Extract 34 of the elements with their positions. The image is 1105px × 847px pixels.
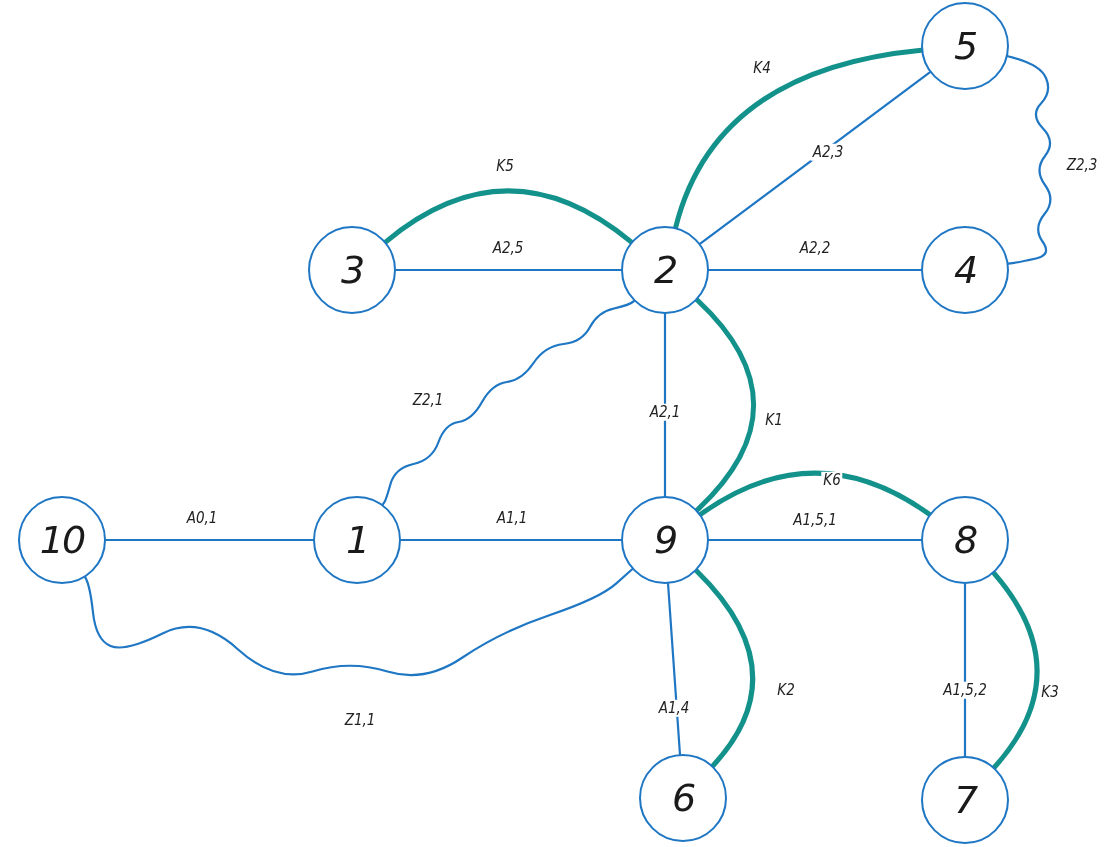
thick-arc-line [383,188,634,245]
edge-label: A2,3 [810,143,846,161]
connection-line [963,582,967,758]
node-number: 10 [39,518,85,562]
thick-arc-line [693,568,755,769]
edge-label: A1,5,2 [941,681,989,699]
node-number: 9 [653,518,677,562]
connection-line [666,582,682,756]
edge-label: A2,2 [797,239,833,257]
node-number: 1 [345,518,369,562]
node-number: 7 [953,778,977,822]
node-number: 5 [953,24,977,68]
wavy-line [84,568,634,677]
connection-line [399,538,623,542]
node-number: 6 [671,776,695,820]
wavy-line [1006,55,1052,265]
edge-label: A1,4 [656,699,692,717]
node-number: 3 [340,248,364,292]
thick-arc-line [991,570,1040,770]
connection-line [699,71,931,245]
node-number: 2 [653,248,677,292]
connection-line [104,538,315,542]
wavy-line [381,300,635,506]
edge-label: A2,5 [490,239,526,257]
node-circle [621,496,709,584]
connection-line [663,312,667,498]
node-number: 8 [953,518,977,562]
connection-line [707,268,923,272]
node-number: 4 [953,248,977,292]
connection-line [707,538,923,542]
thick-arc-line [698,470,932,517]
thick-arc-line [694,297,757,513]
edge-label: Z2,3 [1064,156,1100,174]
connection-line [394,268,623,272]
